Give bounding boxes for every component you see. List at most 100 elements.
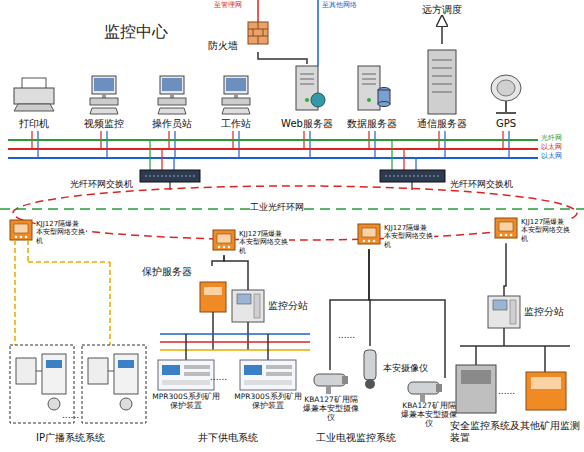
power-bus bbox=[160, 341, 310, 343]
device-node: 监控分站 bbox=[232, 290, 312, 322]
device-node: 光纤环网交换机 bbox=[70, 178, 135, 190]
ip-broadcast bbox=[88, 358, 108, 384]
annotation-label: ...... bbox=[498, 386, 515, 397]
substation-icon bbox=[232, 290, 520, 328]
computer-icon bbox=[90, 76, 118, 114]
switch-links bbox=[161, 149, 162, 170]
monitoring-device-icon bbox=[526, 372, 566, 410]
connector-line bbox=[504, 243, 506, 296]
firewall-icon bbox=[248, 22, 268, 44]
device-drops bbox=[174, 131, 175, 158]
power-bus bbox=[185, 334, 187, 360]
device-node: 通信服务器 bbox=[410, 44, 474, 130]
firewall-icon bbox=[253, 29, 254, 36]
device-node: MPR300S系列矿用保护装置 bbox=[150, 358, 222, 410]
network-switch-icon bbox=[495, 218, 517, 238]
device-label: KBA127矿用隔爆兼本安型摄像仪 bbox=[399, 401, 459, 428]
device-label: 本安摄像仪 bbox=[383, 363, 428, 374]
ip-broadcast bbox=[36, 371, 42, 372]
server-icon bbox=[378, 102, 390, 107]
device-label: KJJ127隔爆兼本安型网络交换机 bbox=[384, 224, 434, 249]
power-bus bbox=[212, 312, 214, 350]
uplink-lines bbox=[317, 0, 319, 66]
monitor-bus bbox=[544, 346, 546, 372]
network-bus bbox=[8, 140, 538, 158]
device-drops bbox=[508, 131, 509, 158]
connector-line bbox=[258, 52, 307, 64]
switch-icon bbox=[140, 170, 445, 182]
ip-broadcast bbox=[42, 354, 66, 394]
camera-icon bbox=[365, 379, 375, 389]
gps-icon bbox=[496, 112, 516, 114]
power-bus bbox=[160, 349, 310, 351]
substation-icon bbox=[232, 290, 264, 322]
protection-server-icon bbox=[200, 282, 226, 312]
gps-icon bbox=[497, 80, 515, 96]
device-node: 防火墙 bbox=[208, 22, 270, 52]
network-switch-icon bbox=[10, 220, 32, 240]
computer-icon bbox=[90, 76, 250, 114]
server-icon bbox=[311, 93, 325, 107]
protection-server-icon bbox=[200, 282, 226, 312]
device-drops bbox=[238, 131, 239, 158]
network-switch-icon bbox=[213, 230, 235, 250]
monitoring-device-icon bbox=[456, 365, 496, 413]
monitor-bus bbox=[475, 346, 477, 365]
camera-icon bbox=[314, 350, 442, 402]
firewall-icon bbox=[258, 22, 259, 29]
power-bus bbox=[160, 312, 310, 360]
device-node: MPR300S系列矿用保护装置 bbox=[232, 358, 304, 410]
switch-icon bbox=[380, 170, 445, 182]
device-node: KJJ127隔爆兼本安型网络交换机 bbox=[213, 230, 291, 255]
annotation-label: 至其他网络 bbox=[322, 1, 357, 9]
device-node: KBA127矿用隔爆兼本安型摄像仪 bbox=[300, 370, 362, 422]
ip-broadcast bbox=[120, 398, 132, 410]
device-node: 远方调度 bbox=[418, 3, 466, 16]
annotation-label: IP广播系统系统 bbox=[36, 432, 105, 444]
device-label: 视频监控 bbox=[84, 118, 124, 130]
network-switch-icon bbox=[358, 224, 380, 244]
network-bus bbox=[8, 139, 538, 141]
switch-icon bbox=[145, 176, 195, 177]
fiber-ring bbox=[13, 186, 577, 240]
device-node: GPS bbox=[482, 70, 530, 130]
device-label: 监控分站 bbox=[268, 300, 308, 312]
ip-broadcast bbox=[118, 360, 134, 368]
device-drops bbox=[37, 131, 38, 158]
annotation-label: 工业电视监控系统 bbox=[316, 432, 396, 444]
gps-icon bbox=[491, 75, 521, 113]
ip-broadcast bbox=[14, 240, 16, 345]
firewall-icon bbox=[263, 29, 264, 36]
computer-icon bbox=[158, 76, 186, 114]
gps-icon bbox=[505, 101, 507, 112]
camera-icon bbox=[314, 374, 348, 394]
annotation-label: 井下供电系统 bbox=[198, 432, 258, 444]
device-label: 数据服务器 bbox=[347, 118, 397, 130]
annotation-label: 至管理网 bbox=[214, 1, 242, 9]
connector-line bbox=[330, 249, 369, 370]
device-label: 工作站 bbox=[221, 118, 251, 130]
device-label: MPR300S系列矿用保护装置 bbox=[151, 392, 221, 410]
connector-line bbox=[224, 255, 248, 290]
device-node: 数据服务器 bbox=[342, 64, 402, 130]
device-label: 远方调度 bbox=[422, 4, 462, 16]
network-bus bbox=[8, 148, 538, 150]
ip-broadcast bbox=[10, 240, 146, 423]
device-node: KBA127矿用隔爆兼本安型摄像仪 bbox=[398, 378, 460, 428]
ip-broadcast bbox=[82, 345, 146, 423]
device-node: KJJ127隔爆兼本安型网络交换机 bbox=[10, 220, 88, 245]
device-node: 保护服务器 bbox=[142, 266, 230, 312]
ip-broadcast bbox=[46, 360, 62, 368]
connector-line bbox=[212, 255, 224, 266]
protection-device-icon bbox=[158, 360, 214, 390]
device-label: 光纤环网交换机 bbox=[450, 179, 513, 190]
device-node: 工作站 bbox=[212, 70, 260, 130]
annotation-label: ...... bbox=[210, 372, 227, 383]
annotation-label: 安全监控系统及其他矿用监测装置 bbox=[450, 420, 580, 444]
device-label: 光纤环网交换机 bbox=[70, 179, 133, 190]
device-label: 监控分站 bbox=[524, 306, 564, 318]
ip-broadcast bbox=[16, 358, 36, 384]
switch-links bbox=[415, 158, 416, 170]
